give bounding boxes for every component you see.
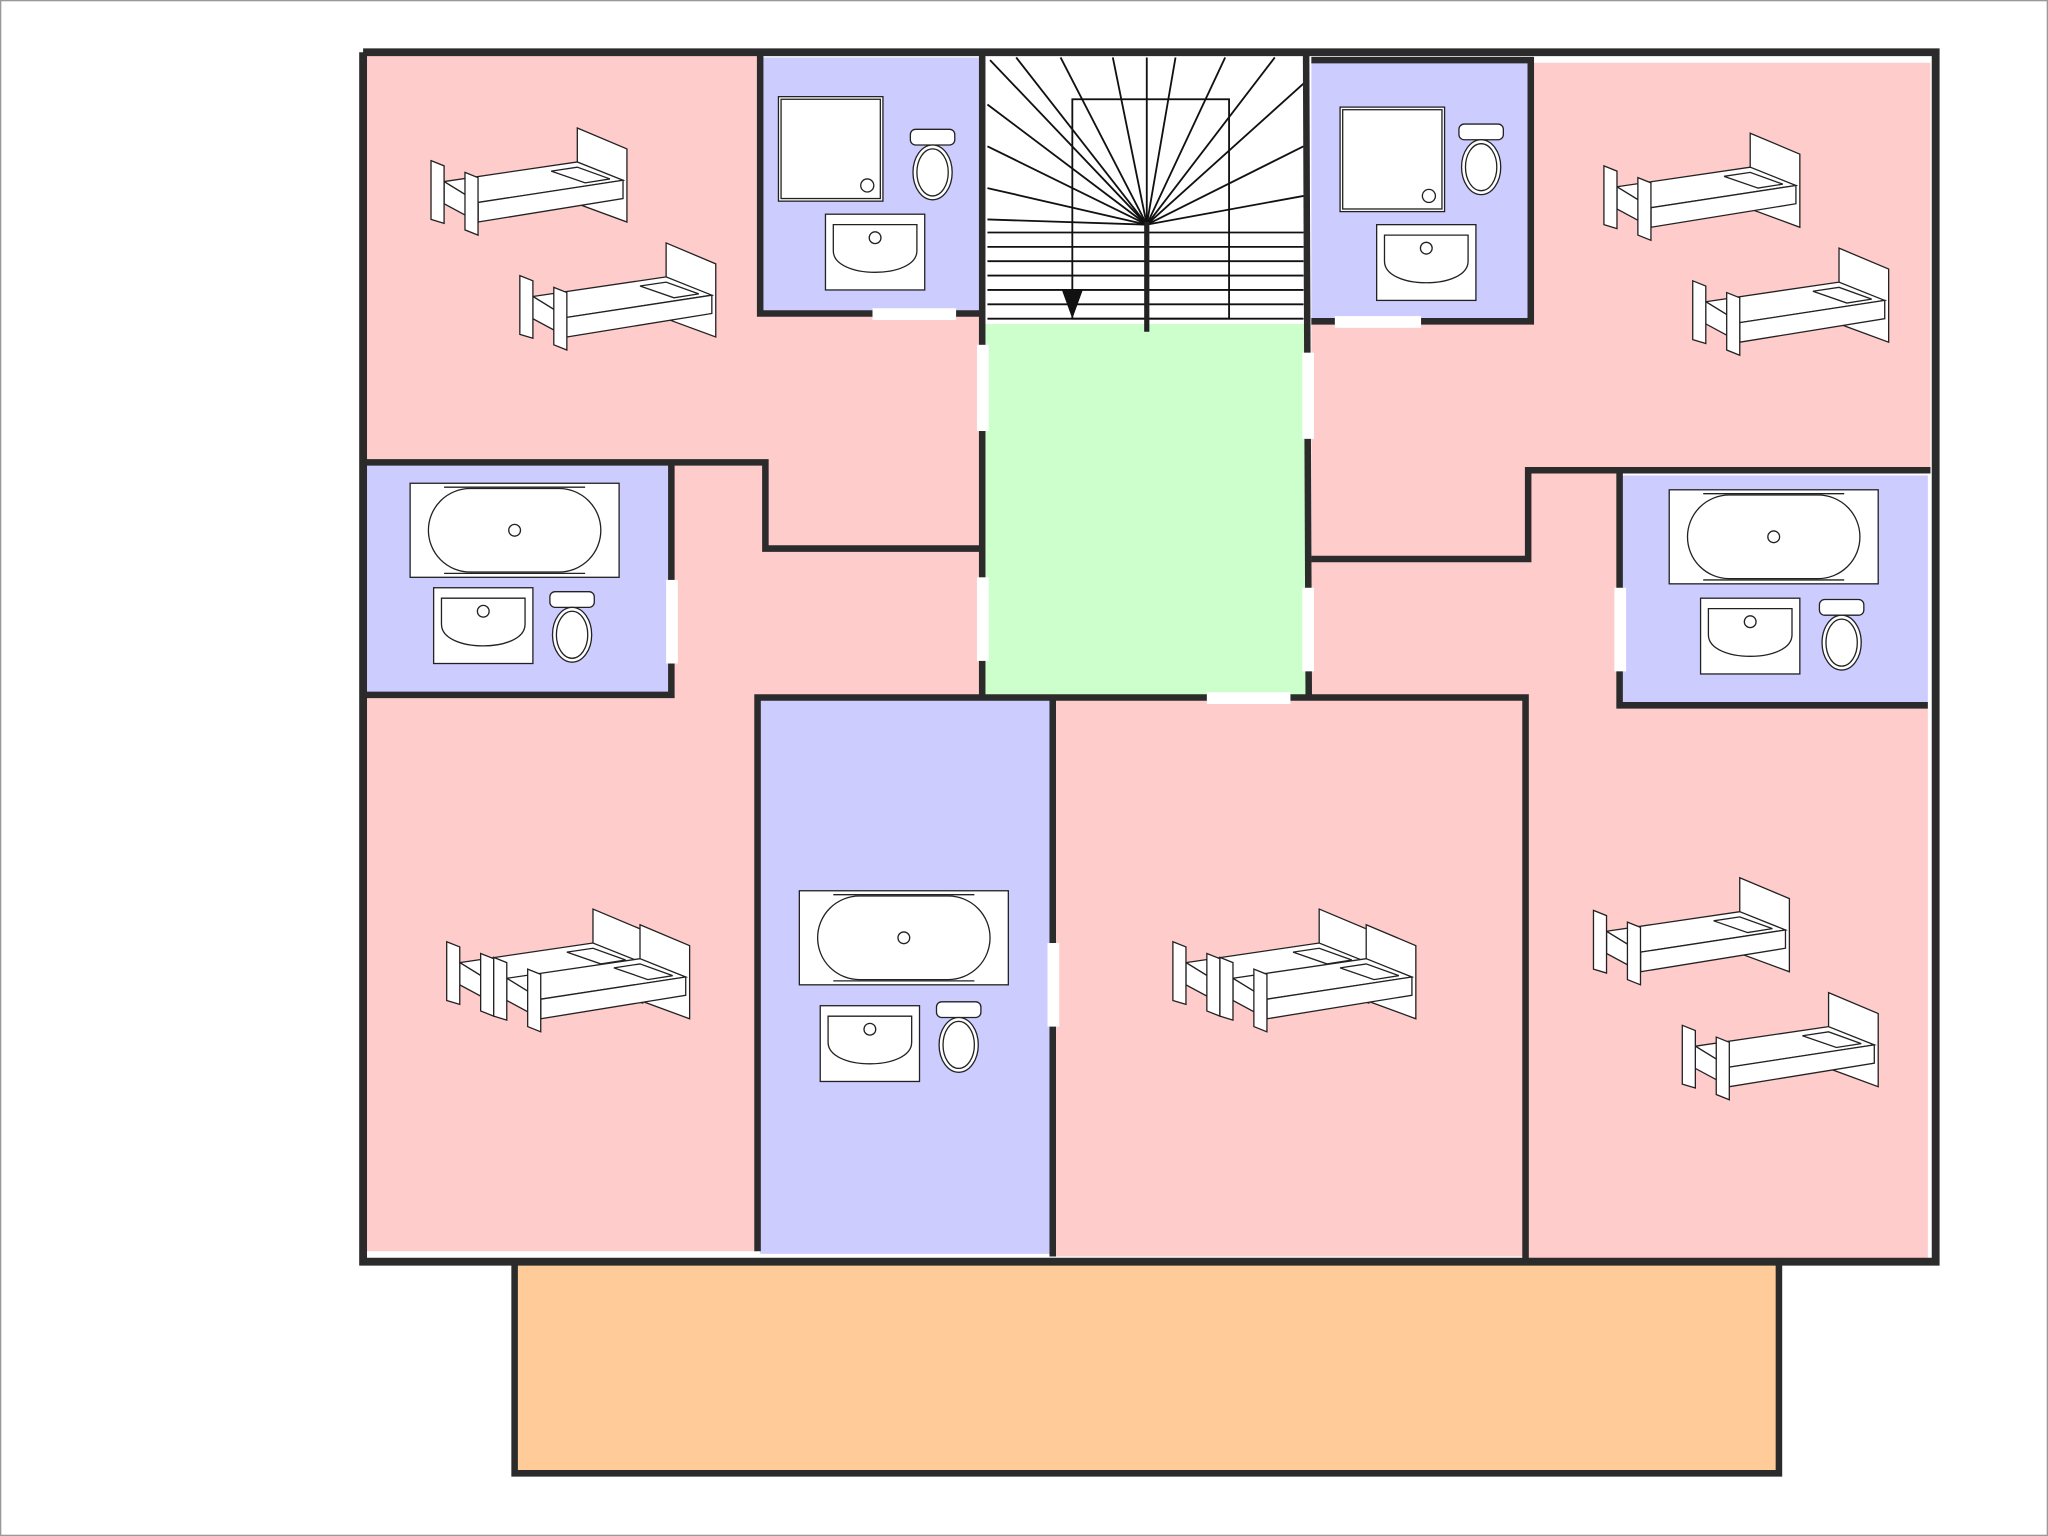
sink-icon [432, 587, 534, 665]
doors [666, 308, 1627, 1027]
toilet-icon [935, 1001, 982, 1073]
bathtub-icon [1668, 489, 1879, 585]
toilet-icon [909, 128, 956, 201]
staircase-icon [986, 56, 1305, 332]
door[interactable] [666, 579, 678, 664]
toilet-icon [1458, 123, 1504, 196]
balcony [514, 1264, 1779, 1474]
door[interactable] [1334, 316, 1422, 328]
sink-icon [824, 213, 926, 291]
stair-direction-arrow-icon [1061, 289, 1083, 319]
shower-icon [777, 95, 884, 202]
door[interactable] [1302, 352, 1314, 439]
sink-icon [1699, 597, 1801, 675]
door[interactable] [976, 344, 989, 432]
sink-icon [819, 1005, 921, 1083]
bedroom-bottom-left [365, 464, 983, 1252]
sink-icon [1376, 223, 1477, 302]
landing [984, 323, 1307, 695]
bathtub-icon [409, 482, 620, 578]
door[interactable] [1302, 587, 1314, 672]
shower-icon [1339, 106, 1446, 213]
door[interactable] [1614, 587, 1627, 672]
toilet-icon [1818, 598, 1865, 671]
toilet-icon [549, 591, 595, 663]
door[interactable] [872, 308, 957, 320]
door[interactable] [1206, 692, 1291, 704]
bathtub-icon [798, 890, 1009, 986]
door[interactable] [1047, 943, 1060, 1027]
door[interactable] [976, 577, 989, 661]
